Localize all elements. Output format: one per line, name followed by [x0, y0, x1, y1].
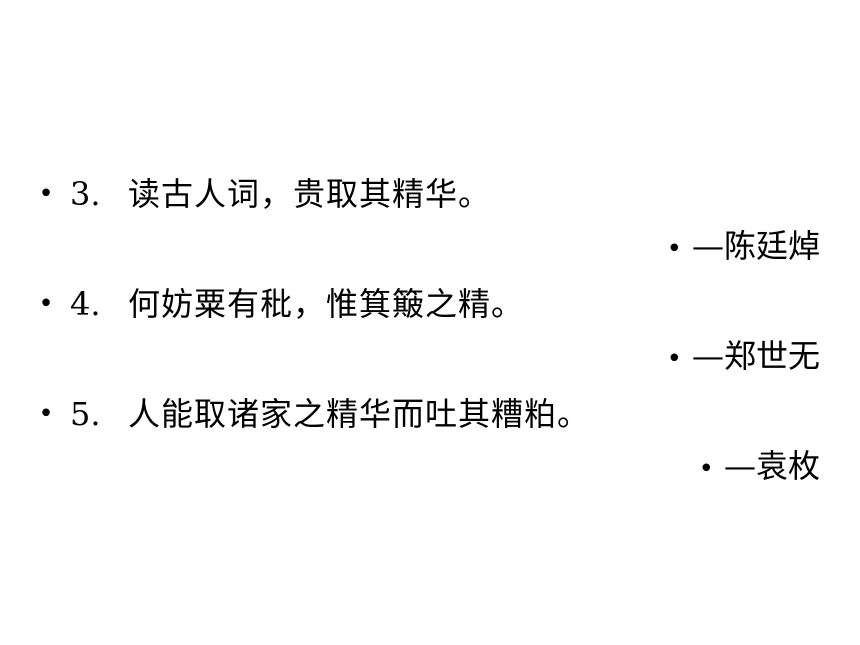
quote-number: 4.	[70, 285, 101, 323]
quote-item-4: • 4. 何妨粟有秕，惟箕簸之精。	[0, 278, 860, 330]
quote-number: 3.	[70, 175, 101, 213]
author-name: —陈廷焯	[691, 227, 820, 265]
quote-text: 读古人词，贵取其精华。	[128, 175, 492, 213]
bullet-icon: •	[38, 399, 54, 429]
quote-author-5: • —袁枚	[0, 440, 860, 492]
quote-author-4: • —郑世无	[0, 330, 860, 382]
quote-item-3: • 3. 读古人词，贵取其精华。	[0, 168, 860, 220]
bullet-icon: •	[666, 344, 682, 374]
author-name: —郑世无	[691, 337, 820, 375]
author-name: —袁枚	[723, 447, 820, 485]
quote-author-3: • —陈廷焯	[0, 220, 860, 272]
bullet-icon: •	[666, 234, 682, 264]
quote-text: 何妨粟有秕，惟箕簸之精。	[128, 285, 525, 323]
quote-number: 5.	[70, 395, 101, 433]
quote-text: 人能取诸家之精华而吐其糟粕。	[128, 395, 591, 433]
quote-item-5: • 5. 人能取诸家之精华而吐其糟粕。	[0, 388, 860, 440]
bullet-icon: •	[38, 289, 54, 319]
bullet-icon: •	[38, 179, 54, 209]
bullet-icon: •	[698, 454, 714, 484]
